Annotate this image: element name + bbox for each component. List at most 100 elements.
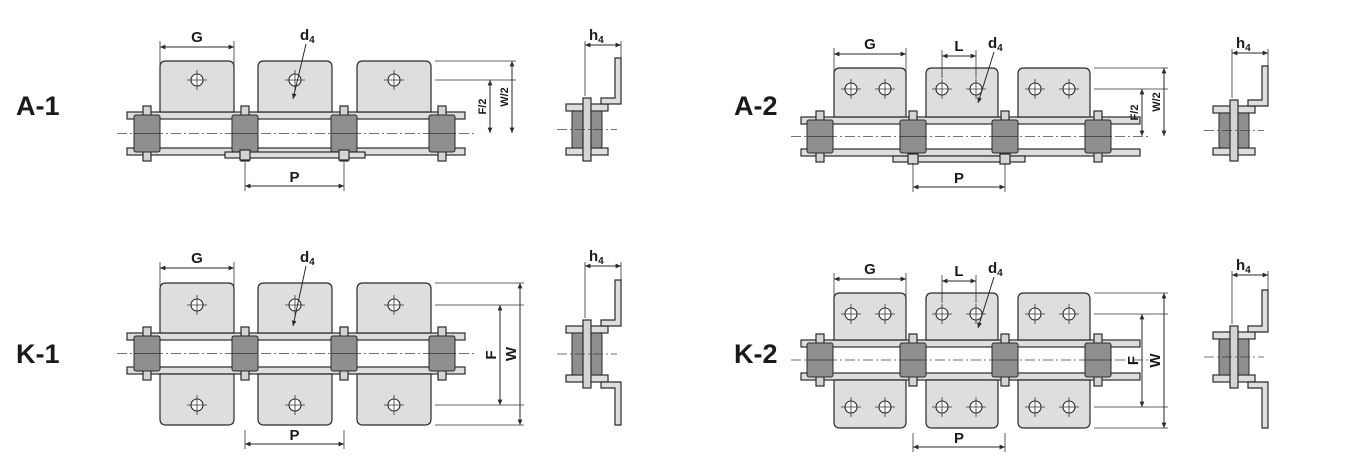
side-bent-attachment-lower — [1247, 381, 1269, 429]
roller-link — [1084, 333, 1112, 387]
dim-f-label: F — [483, 350, 500, 359]
dim-h-label-sub: 4 — [1245, 43, 1251, 54]
dim-h-label-main: h — [589, 27, 598, 44]
dim-l-label: L — [954, 263, 963, 280]
attachment-plate — [833, 292, 907, 429]
variant-label-K-1: K-1 — [16, 339, 60, 369]
dim-d-label-sub: 4 — [309, 35, 315, 46]
dim-f-label: F — [1125, 356, 1142, 365]
side-bent-attachment — [1247, 289, 1269, 333]
dim-d-label: d4 — [988, 260, 1003, 279]
dim-f-label: F/2 — [477, 99, 489, 115]
dim-w-label: W/2 — [499, 87, 511, 107]
attachment-plate-body — [833, 292, 907, 341]
side-bent-attachment — [600, 57, 622, 105]
attachment-plate — [1017, 67, 1091, 118]
roller-link — [133, 105, 161, 162]
roller-link — [330, 326, 358, 381]
attachment-plate — [356, 60, 432, 113]
roller-link — [428, 326, 456, 381]
inner-pin — [239, 149, 251, 161]
dim-d-label-sub: 4 — [309, 257, 315, 268]
roller-link — [899, 333, 927, 387]
roller-link — [231, 326, 259, 381]
dim-p-label: P — [289, 169, 299, 186]
dim-h-label-main: h — [1236, 257, 1245, 274]
dim-h-label-sub: 4 — [598, 35, 604, 46]
attachment-plate-body — [1017, 67, 1091, 118]
roller-link — [428, 105, 456, 162]
dim-d-label: d4 — [300, 27, 315, 46]
dim-h-label-main: h — [1236, 35, 1245, 52]
roller-link — [133, 326, 161, 381]
side-bent-attachment-lower — [600, 381, 622, 426]
dim-h-label: h4 — [1236, 35, 1251, 54]
dim-p-label: P — [289, 427, 299, 444]
side-view-a1: h4 — [557, 27, 622, 162]
variant-label-A-1: A-1 — [16, 91, 60, 121]
dim-d-leader — [977, 51, 995, 104]
side-bent-attachment — [600, 279, 622, 327]
roller-link — [991, 333, 1019, 387]
dim-h-label-sub: 4 — [598, 256, 604, 267]
attachment-plate-body — [925, 67, 999, 118]
dim-d-leader — [291, 265, 307, 327]
dim-d-label: d4 — [988, 35, 1003, 54]
dim-w-label: W — [1147, 353, 1164, 368]
inner-pin — [338, 149, 350, 161]
dim-g-label: G — [864, 36, 876, 53]
dim-d-leader — [291, 43, 307, 100]
dim-d-label: d4 — [300, 249, 315, 268]
side-view-k1: h4 — [557, 248, 622, 426]
dim-d-label-sub: 4 — [997, 268, 1003, 279]
dim-p-label: P — [954, 170, 964, 187]
attachment-plate — [356, 282, 432, 426]
variant-label-K-2: K-2 — [734, 339, 778, 369]
side-view-k2: h4 — [1204, 257, 1269, 429]
dim-g-label: G — [864, 261, 876, 278]
attachment-plate-body — [833, 67, 907, 118]
dim-d-leader — [977, 276, 995, 329]
attachment-plate — [925, 67, 999, 118]
dim-d-label-sub: 4 — [997, 43, 1003, 54]
dim-h-label: h4 — [1236, 257, 1251, 276]
roller-link — [231, 105, 259, 162]
roller-link — [1084, 110, 1112, 163]
attachment-plate-lower — [1017, 379, 1091, 429]
roller-link — [806, 110, 834, 163]
dim-p-label: P — [954, 430, 964, 447]
dim-l-label: L — [954, 38, 963, 55]
attachment-plate — [1017, 292, 1091, 429]
dim-w-label: W/2 — [1151, 92, 1163, 112]
attachment-plate — [925, 292, 999, 429]
dim-d-label-main: d — [988, 260, 997, 277]
dim-h-label-main: h — [589, 248, 598, 265]
dim-d-label-main: d — [988, 35, 997, 52]
side-view-a2: h4 — [1204, 35, 1269, 162]
attachment-plate — [833, 67, 907, 118]
roller-link — [899, 110, 927, 163]
attachment-plate-body — [1017, 292, 1091, 341]
side-bent-attachment — [1247, 65, 1269, 107]
attachment-plate-lower — [925, 379, 999, 429]
attachment-plate — [159, 282, 235, 426]
attachment-plate-lower — [833, 379, 907, 429]
dim-h-label-sub: 4 — [1245, 265, 1251, 276]
inner-link-plate — [892, 155, 1026, 163]
dim-h-label: h4 — [589, 248, 604, 267]
attachment-plate-body — [925, 292, 999, 341]
roller-link — [806, 333, 834, 387]
dim-d-label-main: d — [300, 27, 309, 44]
variant-label-A-2: A-2 — [734, 91, 778, 121]
attachment-plate — [257, 282, 333, 426]
inner-pin — [907, 153, 919, 165]
dim-g-label: G — [191, 29, 203, 46]
inner-pin — [999, 153, 1011, 165]
dim-d-label-main: d — [300, 249, 309, 266]
